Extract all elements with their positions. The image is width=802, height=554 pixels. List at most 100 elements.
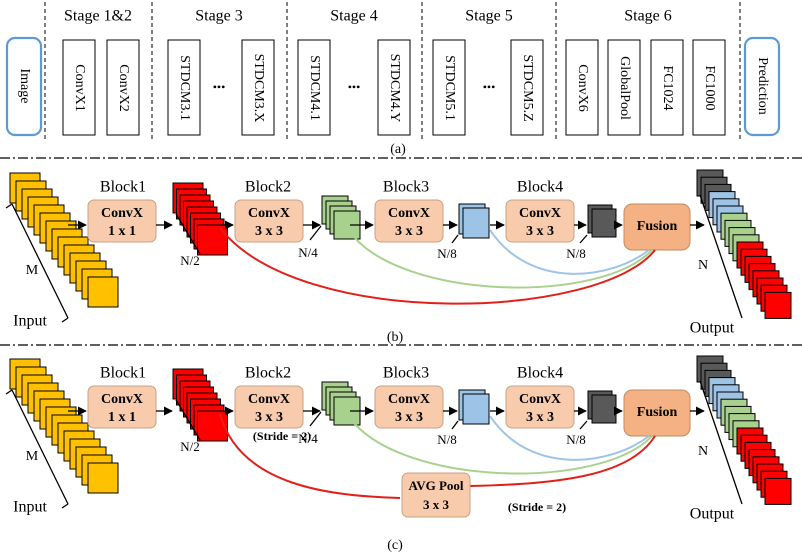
input-feature-stack: [9, 172, 119, 308]
input-label: Input: [13, 499, 47, 516]
n8a-bracket-line: [451, 420, 459, 430]
output-label: Output: [690, 506, 735, 523]
n8a-bracket: [451, 234, 459, 244]
ellipsis: •••: [483, 80, 496, 94]
convx-stride-label: (Stride = 2): [253, 429, 311, 443]
convx-block2: [234, 385, 304, 429]
convx-block3-kernel: 3 x 3: [395, 224, 423, 239]
convx-block1: [87, 199, 157, 243]
m-bracket-tick: [5, 203, 13, 209]
caption-a: (a): [390, 142, 406, 157]
m-bracket-tick: [5, 389, 13, 395]
block1-label: Block1: [100, 365, 146, 382]
avg-pool-box: [401, 472, 471, 518]
module-box-stdcm4_y: [377, 39, 411, 136]
convx-block2-title: ConvX: [248, 206, 290, 221]
n2-label: N/2: [180, 439, 200, 454]
fusion-label: Fusion: [637, 219, 678, 234]
convx-block3-title: ConvX: [388, 206, 430, 221]
n2-label: N/2: [180, 253, 200, 268]
block4-label: Block4: [517, 365, 563, 382]
n-label: N: [698, 444, 708, 459]
m-bracket: [11, 203, 69, 319]
stage-header: Stage 3: [195, 8, 243, 25]
convx-block4-kernel: 3 x 3: [526, 410, 554, 425]
convx-block1-kernel: 1 x 1: [108, 224, 136, 239]
convx-block4-title: ConvX: [519, 206, 561, 221]
n4-bracket: [309, 411, 322, 427]
convx-block3-kernel: 3 x 3: [395, 410, 423, 425]
ellipsis: •••: [348, 80, 361, 94]
module-box-convx1: [62, 39, 96, 136]
block1-feature-stack-sheet: [197, 410, 228, 442]
image-box: [5, 36, 43, 137]
n8b-bracket-line: [579, 420, 588, 430]
convx-block1-title: ConvX: [101, 206, 143, 221]
module-label-stdcm4_y: STDCM4.Y: [387, 54, 402, 123]
stage-header: Stage 5: [465, 8, 513, 25]
stage-header: Stage 4: [330, 8, 378, 25]
n4-label: N/4: [298, 431, 318, 446]
block2-label: Block2: [245, 365, 291, 382]
n-bracket: [699, 380, 743, 505]
convx-block4: [505, 385, 575, 429]
convx-block1-kernel: 1 x 1: [108, 410, 136, 425]
m-label: M: [26, 263, 39, 278]
input-feature-stack-sheet: [87, 276, 119, 308]
convx-block4: [505, 199, 575, 243]
convx-block1-title: ConvX: [101, 392, 143, 407]
module-label-fc1000: FC1000: [702, 65, 717, 110]
n8b-label: N/8: [566, 432, 586, 447]
block1-label: Block1: [100, 179, 146, 196]
red-skip-connection-out: [469, 435, 656, 487]
output-feature-stack: [696, 355, 792, 505]
n2-bracket: [175, 399, 201, 441]
module-box-globalpool: [607, 39, 641, 136]
input-label: Input: [13, 313, 47, 330]
output-sheet: [764, 477, 792, 505]
block3-feature-stack-sheet: [462, 393, 490, 425]
convx-block3: [374, 199, 444, 243]
ellipsis: •••: [213, 80, 226, 94]
n4-bracket-line: [309, 411, 322, 427]
prediction-box: [743, 36, 781, 137]
n8b-bracket-line: [579, 234, 588, 244]
block4-label: Block4: [517, 179, 563, 196]
convx-block3-title: ConvX: [388, 392, 430, 407]
n8a-bracket: [451, 420, 459, 430]
module-box-fc1024: [650, 39, 684, 136]
n2-bracket-line: [175, 213, 201, 255]
output-feature-stack: [696, 169, 792, 319]
caption-c: (c): [387, 538, 403, 553]
module-box-stdcm3_1: [167, 39, 201, 136]
n8b-bracket: [579, 420, 588, 430]
n8b-bracket: [579, 234, 588, 244]
n8a-label: N/8: [437, 246, 457, 261]
m-label: M: [26, 449, 39, 464]
m-bracket-line: [11, 203, 69, 319]
block1-feature-stack-sheet: [197, 224, 228, 256]
output-sheet: [764, 291, 792, 319]
module-box-stdcm4_1: [297, 39, 331, 136]
block2-feature-stack: [321, 195, 361, 240]
green-skip-connection: [349, 231, 653, 289]
avg-pool-stride: (Stride = 2): [508, 500, 566, 514]
m-bracket-tick: [61, 503, 69, 509]
n-bracket-line: [699, 194, 743, 319]
n8a-bracket-line: [451, 234, 459, 244]
output-label: Output: [690, 320, 735, 337]
module-box-stdcm5_1: [432, 39, 466, 136]
convx-block2-kernel: 3 x 3: [255, 224, 283, 239]
n-label: N: [698, 258, 708, 273]
module-label-fc1024: FC1024: [660, 65, 675, 110]
avg-pool-title: AVG Pool: [408, 478, 463, 493]
caption-b: (b): [387, 330, 404, 345]
convx-block2-kernel: 3 x 3: [255, 410, 283, 425]
module-label-convx2: ConvX2: [116, 64, 131, 111]
convx-block2: [234, 199, 304, 243]
module-label-stdcm3_x: STDCM3.X: [251, 54, 266, 123]
stage-header: Stage 1&2: [64, 8, 132, 25]
